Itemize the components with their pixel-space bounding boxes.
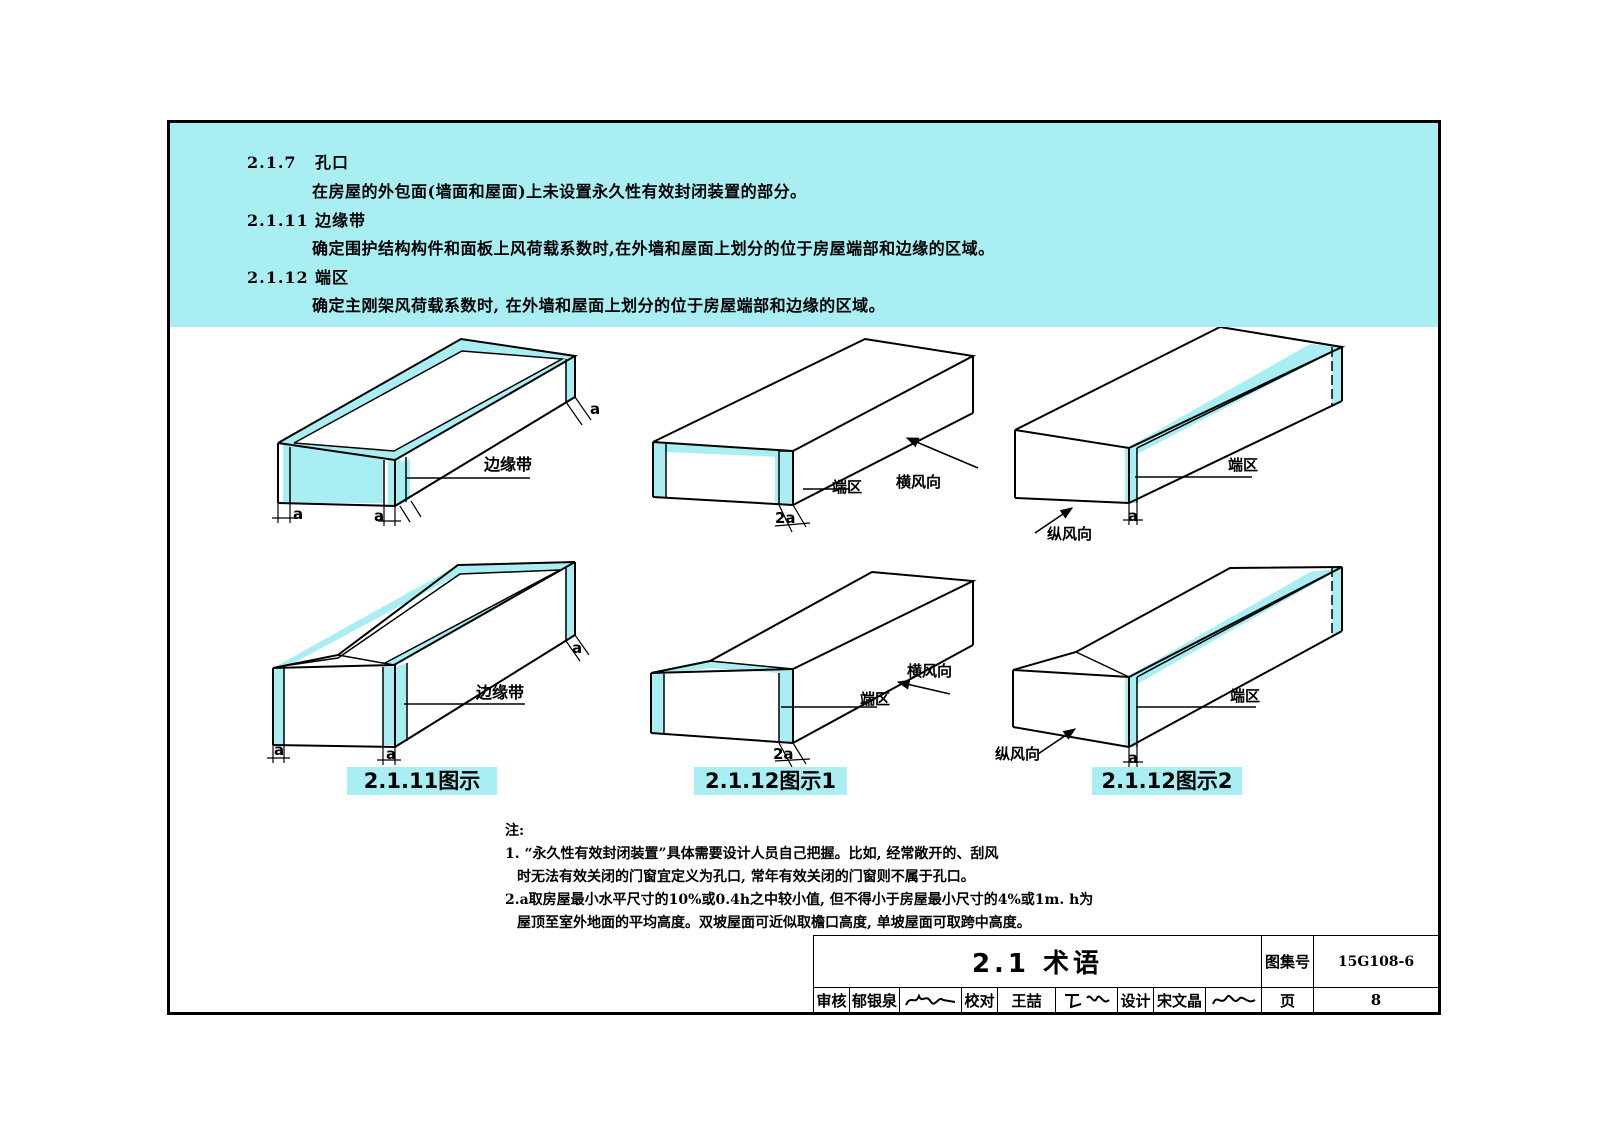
title-cell: 2.1 术语 xyxy=(813,935,1261,987)
end-zone-label: 端区 xyxy=(1228,456,1258,474)
transverse-wind-label: 横风向 xyxy=(896,473,941,491)
dim-a-label: a xyxy=(1128,749,1138,767)
dim-a-label: a xyxy=(572,639,582,657)
term-definition: 在房屋的外包面(墙面和屋面)上未设置永久性有效封闭装置的部分。 xyxy=(312,182,807,201)
designer-cell: 宋文晶 xyxy=(1153,987,1205,1012)
notes: 注: 1. “永久性有效封闭装置”具体需要设计人员自己把握。比如, 经常敞开的、… xyxy=(505,820,1105,935)
atlas-label-cell: 图集号 xyxy=(1261,935,1313,987)
atlas-label: 图集号 xyxy=(1264,953,1310,971)
term-definition: 确定围护结构构件和面板上风荷载系数时,在外墙和屋面上划分的位于房屋端部和边缘的区… xyxy=(312,239,995,258)
end-zone-label: 端区 xyxy=(860,690,890,708)
dim-a-label: a xyxy=(386,745,396,763)
review-label: 审核 xyxy=(816,991,847,1010)
design-label-cell: 设计 xyxy=(1117,987,1153,1012)
check-label-cell: 校对 xyxy=(961,987,997,1012)
figure-2-1-11-gable xyxy=(267,561,590,765)
drawing-title: 2.1 术语 xyxy=(971,949,1104,979)
dim-2a-label: 2a xyxy=(773,745,794,763)
atlas-number-cell: 15G108-6 xyxy=(1313,935,1438,987)
atlas-number: 15G108-6 xyxy=(1337,953,1415,970)
designer-name: 宋文晶 xyxy=(1156,991,1202,1010)
note-line: 屋顶至室外地面的平均高度。双坡屋面可近似取檐口高度, 单坡屋面可取跨中高度。 xyxy=(517,915,1031,931)
reviewer-cell: 郁银泉 xyxy=(849,987,899,1012)
term-2-1-12-heading: 2.1.12 端区 xyxy=(247,264,349,288)
caption-2-1-11: 2.1.11图示 xyxy=(347,767,497,795)
figures-area: 边缘带 a a a xyxy=(267,327,1346,768)
page-number: 8 xyxy=(1370,991,1382,1009)
page-label-cell: 页 xyxy=(1261,987,1313,1012)
page-label: 页 xyxy=(1279,991,1295,1010)
longitudinal-wind-label: 纵风向 xyxy=(995,745,1040,763)
checker-cell: 王喆 xyxy=(997,987,1055,1012)
term-definition: 确定主刚架风荷载系数时, 在外墙和屋面上划分的位于房屋端部和边缘的区域。 xyxy=(312,296,886,315)
dim-2a-label: 2a xyxy=(775,509,796,527)
notes-heading: 注: xyxy=(505,823,525,839)
design-label: 设计 xyxy=(1120,991,1151,1010)
term-number: 2.1.11 xyxy=(247,211,309,230)
figure-2-1-12-1-flat xyxy=(652,337,979,533)
end-zone-label: 端区 xyxy=(832,478,862,496)
term-number: 2.1.12 xyxy=(247,268,309,287)
dim-a-label: a xyxy=(274,741,284,759)
dim-a-label: a xyxy=(374,507,384,525)
transverse-wind-label: 横风向 xyxy=(907,662,952,680)
reviewer-name: 郁银泉 xyxy=(851,991,897,1010)
check-label: 校对 xyxy=(964,991,995,1010)
reviewer-signature xyxy=(899,987,961,1012)
note-line: 2.a取房屋最小水平尺寸的10%或0.4h之中较小值, 但不得小于房屋最小尺寸的… xyxy=(505,892,1094,908)
edge-band-label: 边缘带 xyxy=(483,455,532,474)
caption-2-1-12-2: 2.1.12图示2 xyxy=(1092,767,1242,795)
title-block: 2.1 术语 图集号 15G108-6 审核 郁银泉 校对 王喆 设计 宋 xyxy=(813,935,1438,1012)
term-name: 孔口 xyxy=(315,153,350,172)
figure-2-1-11-flat xyxy=(272,337,592,526)
term-name: 端区 xyxy=(315,268,350,287)
edge-band-label: 边缘带 xyxy=(475,683,524,702)
designer-signature xyxy=(1205,987,1261,1012)
checker-name: 王喆 xyxy=(1011,991,1042,1010)
checker-signature xyxy=(1055,987,1117,1012)
figure-2-1-12-2-flat xyxy=(1014,327,1346,534)
term-2-1-7-heading: 2.1.7 孔口 xyxy=(247,149,349,173)
figure-2-1-12-1-gable xyxy=(650,570,977,768)
page-number-cell: 8 xyxy=(1313,987,1438,1012)
note-line: 时无法有效关闭的门窗宜定义为孔口, 常年有效关闭的门窗则不属于孔口。 xyxy=(517,869,975,885)
figure-2-1-12-2-gable xyxy=(1012,566,1343,767)
term-number: 2.1.7 xyxy=(247,153,297,172)
term-2-1-11-heading: 2.1.11 边缘带 xyxy=(247,207,366,231)
caption-2-1-12-1: 2.1.12图示1 xyxy=(694,767,847,795)
dim-a-label: a xyxy=(1128,507,1138,525)
end-zone-label: 端区 xyxy=(1230,687,1260,705)
term-name: 边缘带 xyxy=(315,211,367,230)
longitudinal-wind-label: 纵风向 xyxy=(1047,525,1092,543)
note-line: 1. “永久性有效封闭装置”具体需要设计人员自己把握。比如, 经常敞开的、刮风 xyxy=(505,846,999,862)
review-label-cell: 审核 xyxy=(813,987,849,1012)
dim-a-label: a xyxy=(590,400,600,418)
dim-a-label: a xyxy=(293,505,303,523)
